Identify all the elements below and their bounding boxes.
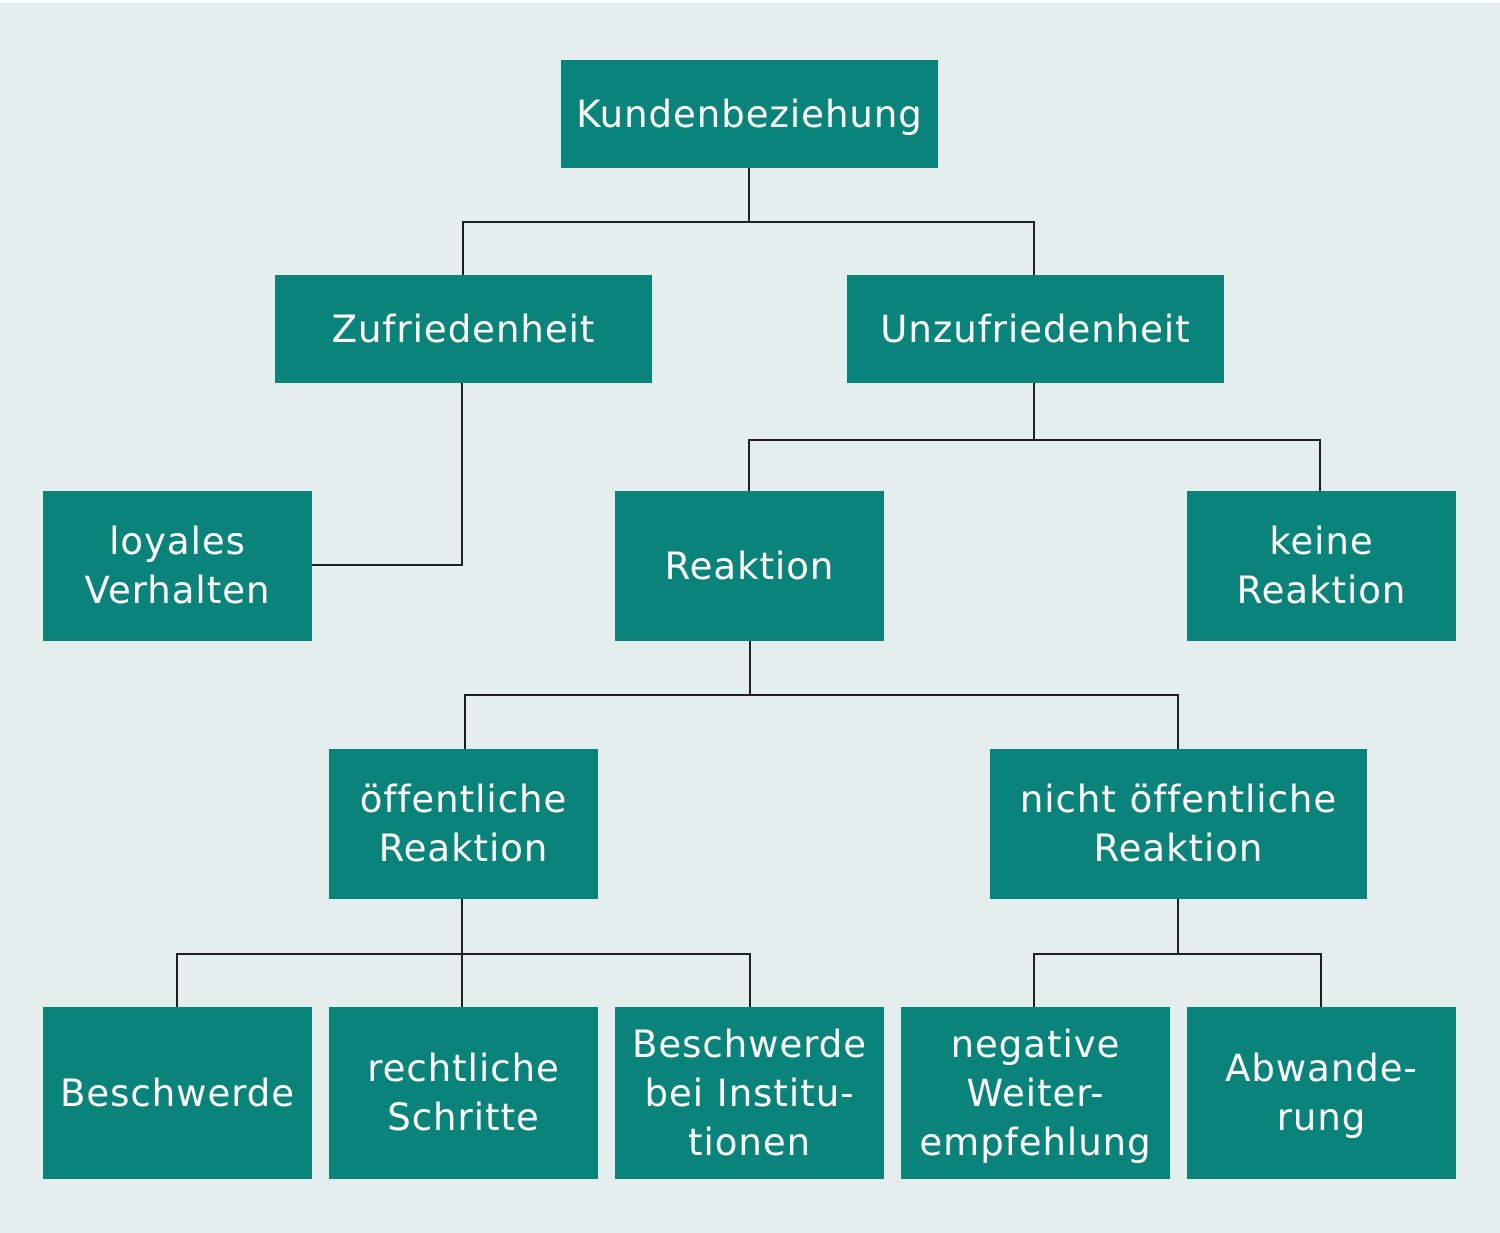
node-kundenbeziehung: Kundenbeziehung (561, 60, 938, 168)
node-label-line: rung (1276, 1096, 1367, 1139)
node-zufriedenheit: Zufriedenheit (275, 275, 652, 383)
connector-satisfaction-to-loyal (312, 383, 463, 566)
top-rule (0, 0, 1500, 3)
node-abwanderung: Abwande-rung (1187, 1007, 1456, 1179)
node-label-line: Weiter- (966, 1071, 1105, 1115)
node-label-line: Unzufriedenheit (880, 307, 1191, 351)
connector-public-to-actions (176, 899, 751, 1007)
node-label-line: Reaktion (1093, 827, 1264, 870)
node-label-line: Zufriedenheit (331, 307, 596, 351)
node-beschwerde-bei-institutionen: Beschwerde bei Institu-tionen (615, 1007, 884, 1179)
node-label-line: empfehlung (919, 1120, 1152, 1164)
node-beschwerde: Beschwerde (43, 1007, 312, 1179)
connector-root-to-level1 (462, 168, 1035, 275)
node-label-line: Verhalten (84, 569, 271, 612)
node-label-line: keine (1269, 520, 1374, 563)
node-label-line: Reaktion (1236, 569, 1407, 612)
node-label-line: Beschwerde (631, 1022, 868, 1066)
node-label-line: öffentliche (359, 778, 568, 821)
node-label-line: rechtliche (367, 1047, 560, 1090)
node-label-line: Abwande- (1225, 1047, 1418, 1090)
node-label-line: nicht öffentliche (1019, 778, 1338, 821)
node-label-line: Beschwerde (59, 1071, 296, 1115)
node-label-line: Reaktion (378, 827, 549, 870)
connector-private-to-actions (1033, 899, 1322, 1007)
node-label-line: bei Institu- (644, 1071, 855, 1115)
connector-dissatisfaction-to-reaction (748, 383, 1321, 491)
node-unzufriedenheit: Unzufriedenheit (847, 275, 1224, 383)
node-label-line: Kundenbeziehung (576, 92, 923, 136)
connector-reaction-to-types (464, 641, 1179, 749)
node-label-line: Reaktion (664, 544, 835, 588)
node-label-line: negative (950, 1022, 1121, 1066)
node-reaktion: Reaktion (615, 491, 884, 641)
node-label-line: loyales (109, 520, 246, 563)
node-label-line: Schritte (387, 1096, 540, 1139)
node-label-line: tionen (687, 1120, 812, 1164)
